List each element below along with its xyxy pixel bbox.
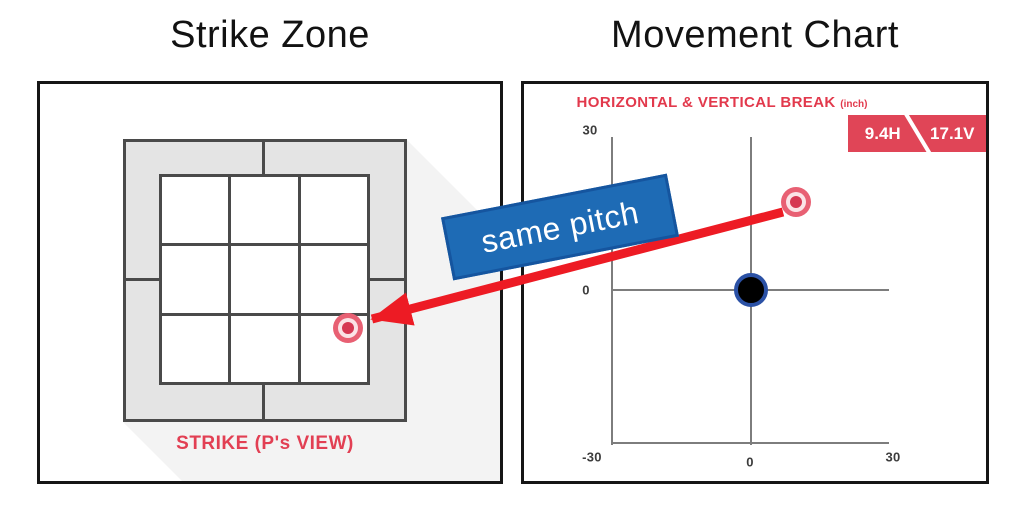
strike-zone-panel: STRIKE (P's VIEW) [37,81,503,484]
zone-cell [162,246,229,313]
zone-cell [231,246,298,313]
x-tick-0: 0 [746,454,754,470]
zone-cell [231,315,298,382]
strike-zone-outer-ring [123,139,407,422]
zone-cell [300,246,367,313]
zone-cell [162,315,229,382]
ring-divider-bottom [262,385,265,419]
x-tick-30: 30 [885,449,901,465]
strike-zone-grid [159,174,370,385]
target-mid-ring [338,318,358,338]
chart-header-unit: (inch) [840,99,868,110]
strike-zone-caption: STRIKE (P's VIEW) [176,433,354,454]
chart-header: HORIZONTAL & VERTICAL BREAK (inch) [524,94,920,111]
vertical-break-value: 17.1V [930,123,975,143]
break-values-badge: 9.4H 17.1V [848,115,986,152]
zone-cell [162,177,229,244]
target-dot [342,322,354,334]
movement-chart-title: Movement Chart [611,14,899,56]
y-tick-30: 30 [582,122,598,138]
chart-header-text: HORIZONTAL & VERTICAL BREAK [576,94,836,111]
ring-divider-right [370,278,404,281]
ring-divider-left [126,278,159,281]
pitch-location-target-icon [333,313,363,343]
x-tick-neg30: -30 [582,449,602,465]
y-tick-0: 0 [582,282,590,298]
x-axis-line [612,442,889,444]
zone-cell [231,177,298,244]
horizontal-break-value: 9.4H [864,123,901,143]
strike-zone-title: Strike Zone [170,14,370,56]
target-dot [790,196,802,208]
movement-chart-panel: HORIZONTAL & VERTICAL BREAK (inch) 9.4H … [521,81,989,484]
pitch-break-target-icon [781,187,811,217]
target-mid-ring [786,192,806,212]
zone-cell [300,177,367,244]
ring-divider-top [262,142,265,175]
zero-break-ball-icon [734,273,768,307]
